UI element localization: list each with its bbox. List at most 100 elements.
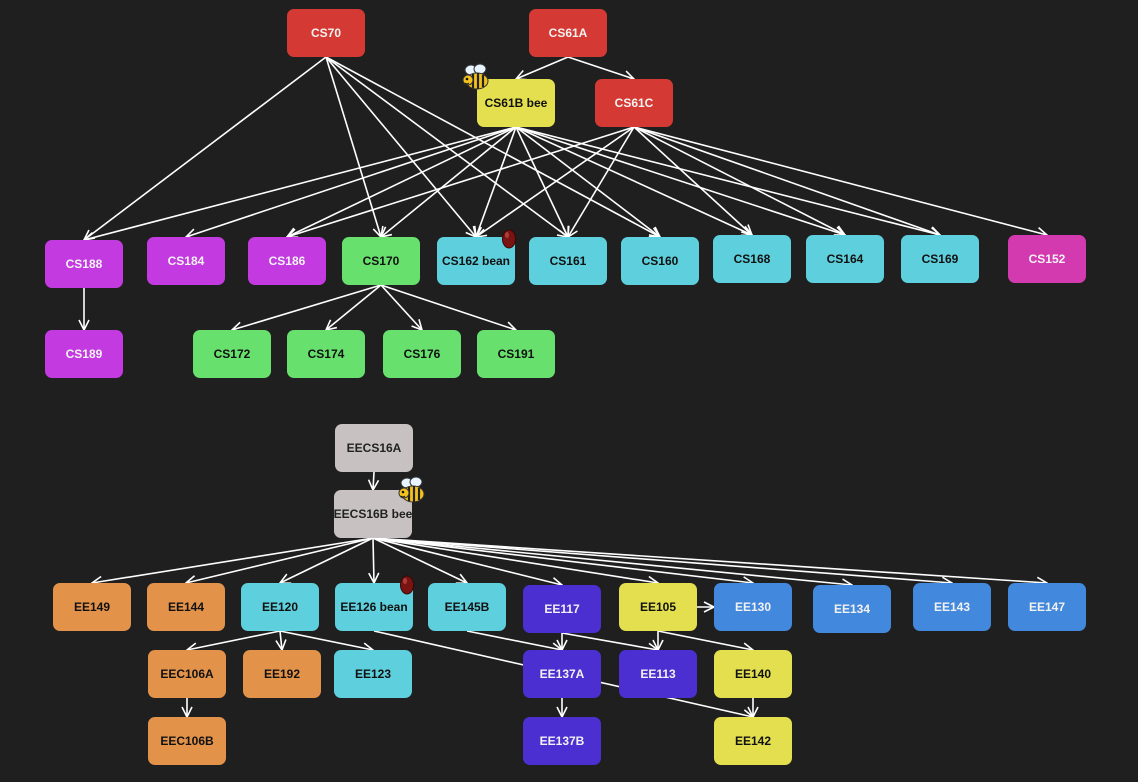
edge-eecs16a-to-eecs16b <box>373 471 374 490</box>
edge-eecs16b-to-ee120 <box>280 537 374 583</box>
edge-eecs16b-to-ee134 <box>372 537 852 585</box>
edge-cs61c-to-cs161 <box>568 126 635 237</box>
edge-ee117-to-ee113 <box>561 632 658 650</box>
node-label: CS169 <box>921 252 959 266</box>
node-cs170[interactable]: CS170 <box>342 237 420 285</box>
node-label: EE144 <box>167 600 205 614</box>
edge-eecs16b-to-ee126 <box>373 537 374 583</box>
node-ee140[interactable]: EE140 <box>714 650 792 698</box>
node-cs164[interactable]: CS164 <box>806 235 884 283</box>
edge-ee120-to-ee123 <box>279 630 373 650</box>
node-label: EECS16A <box>346 441 402 455</box>
node-eec106a[interactable]: EEC106A <box>148 650 226 698</box>
node-ee137a[interactable]: EE137A <box>523 650 601 698</box>
node-cs152[interactable]: CS152 <box>1008 235 1086 283</box>
node-label: EE113 <box>640 667 676 681</box>
node-label: CS168 <box>733 252 771 266</box>
edge-cs61b-to-cs164 <box>515 126 845 235</box>
node-ee105[interactable]: EE105 <box>619 583 697 631</box>
node-cs168[interactable]: CS168 <box>713 235 791 283</box>
node-cs189[interactable]: CS189 <box>45 330 123 378</box>
node-label: CS189 <box>65 347 103 361</box>
node-label: CS70 <box>310 26 342 40</box>
node-ee143[interactable]: EE143 <box>913 583 991 631</box>
node-cs169[interactable]: CS169 <box>901 235 979 283</box>
edge-cs70-to-cs161 <box>325 56 568 237</box>
edge-eecs16b-to-ee149 <box>92 537 374 583</box>
node-label: CS170 <box>362 254 400 268</box>
node-cs188[interactable]: CS188 <box>45 240 123 288</box>
edge-cs70-to-cs188 <box>84 56 327 240</box>
edge-cs61c-to-cs162 <box>476 126 635 237</box>
node-ee144[interactable]: EE144 <box>147 583 225 631</box>
node-cs184[interactable]: CS184 <box>147 237 225 285</box>
node-label: EE149 <box>73 600 111 614</box>
node-cs174[interactable]: CS174 <box>287 330 365 378</box>
node-label: EE126 bean <box>340 600 408 614</box>
node-eec106b[interactable]: EEC106B <box>148 717 226 765</box>
node-label: EE142 <box>734 734 772 748</box>
node-cs172[interactable]: CS172 <box>193 330 271 378</box>
edge-cs70-to-cs160 <box>325 56 660 237</box>
node-label: CS61C <box>614 96 654 110</box>
node-label: CS184 <box>167 254 205 268</box>
node-label: EE145B <box>444 600 490 614</box>
bean-icon <box>501 229 517 254</box>
node-ee120[interactable]: EE120 <box>241 583 319 631</box>
node-label: EE117 <box>544 602 580 616</box>
edge-eecs16b-to-ee145b <box>372 537 467 583</box>
node-eecs16a[interactable]: EECS16A <box>335 424 413 472</box>
node-label: CS61B bee <box>484 96 548 110</box>
edge-eecs16b-to-ee117 <box>372 537 562 585</box>
node-label: EE120 <box>261 600 299 614</box>
node-cs176[interactable]: CS176 <box>383 330 461 378</box>
edge-cs70-to-cs162 <box>325 56 476 237</box>
edge-cs170-to-cs172 <box>232 284 382 330</box>
node-cs161[interactable]: CS161 <box>529 237 607 285</box>
node-cs186[interactable]: CS186 <box>248 237 326 285</box>
edge-ee120-to-ee192 <box>280 630 282 650</box>
node-ee126[interactable]: EE126 bean <box>335 583 413 631</box>
node-label: EE134 <box>833 602 871 616</box>
node-label: CS191 <box>497 347 535 361</box>
node-ee113[interactable]: EE113 <box>619 650 697 698</box>
node-ee149[interactable]: EE149 <box>53 583 131 631</box>
node-label: CS61A <box>548 26 588 40</box>
node-label: CS162 bean <box>441 254 511 268</box>
node-cs61b[interactable]: CS61B bee <box>477 79 555 127</box>
node-ee134[interactable]: EE134 <box>813 585 891 633</box>
node-ee117[interactable]: EE117 <box>523 585 601 633</box>
node-ee123[interactable]: EE123 <box>334 650 412 698</box>
node-ee142[interactable]: EE142 <box>714 717 792 765</box>
node-ee145b[interactable]: EE145B <box>428 583 506 631</box>
node-cs191[interactable]: CS191 <box>477 330 555 378</box>
edge-cs61b-to-cs184 <box>186 126 517 237</box>
bee-icon <box>460 63 494 98</box>
node-ee137b[interactable]: EE137B <box>523 717 601 765</box>
edge-cs61b-to-cs169 <box>515 126 940 235</box>
edge-cs170-to-cs191 <box>380 284 516 330</box>
node-label: EE137A <box>539 667 585 681</box>
node-ee147[interactable]: EE147 <box>1008 583 1086 631</box>
edge-eecs16b-to-ee147 <box>372 537 1047 583</box>
node-label: CS188 <box>65 257 103 271</box>
edge-cs61b-to-cs170 <box>381 126 517 237</box>
edge-cs61b-to-cs186 <box>287 126 517 237</box>
node-cs61c[interactable]: CS61C <box>595 79 673 127</box>
bee-icon <box>396 476 430 511</box>
node-label: CS152 <box>1028 252 1066 266</box>
node-eecs16b[interactable]: EECS16B bee <box>334 490 412 538</box>
node-label: EE140 <box>734 667 772 681</box>
node-cs162[interactable]: CS162 bean <box>437 237 515 285</box>
node-cs160[interactable]: CS160 <box>621 237 699 285</box>
edge-cs61b-to-cs162 <box>476 126 517 237</box>
edge-cs170-to-cs174 <box>326 284 382 330</box>
node-cs61a[interactable]: CS61A <box>529 9 607 57</box>
node-ee130[interactable]: EE130 <box>714 583 792 631</box>
node-ee192[interactable]: EE192 <box>243 650 321 698</box>
edge-cs61a-to-cs61b <box>516 56 569 79</box>
node-label: CS164 <box>826 252 864 266</box>
node-cs70[interactable]: CS70 <box>287 9 365 57</box>
